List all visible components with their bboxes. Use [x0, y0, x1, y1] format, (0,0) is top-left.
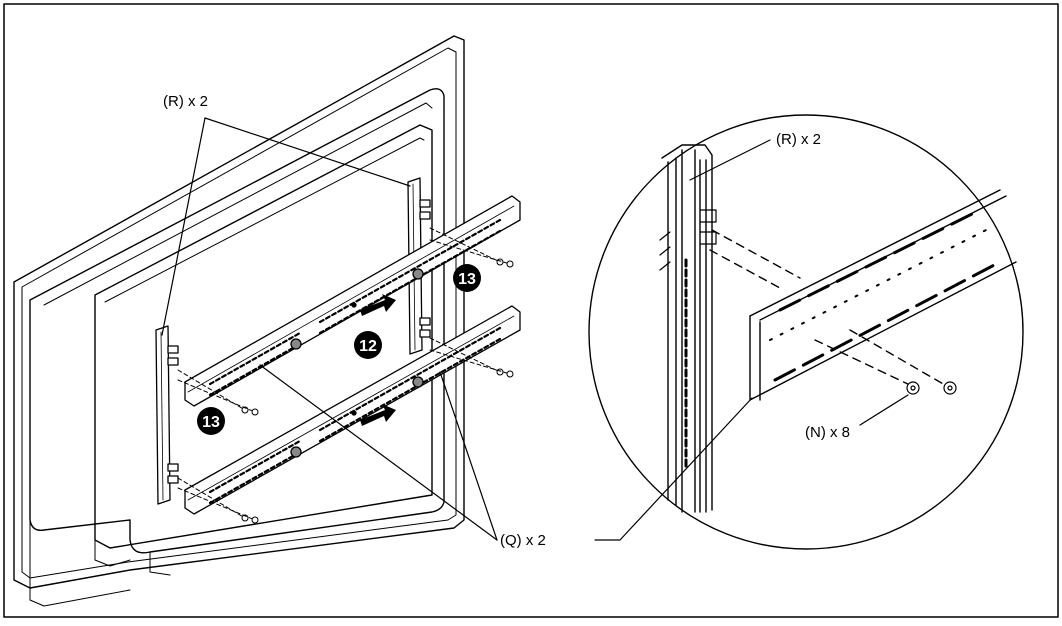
step-badge-13-lower: 13 — [197, 407, 225, 435]
rail-q-lower — [184, 305, 521, 515]
bracket-r-left — [155, 325, 179, 505]
leader-q — [259, 364, 753, 541]
label-n: (N) x 8 — [805, 424, 850, 441]
zoom-rail-q — [749, 189, 1017, 401]
tv-display — [13, 35, 465, 607]
step-badge-12: 12 — [354, 331, 382, 359]
label-q: (Q) x 2 — [500, 532, 546, 549]
step-number-13-upper: 13 — [458, 271, 476, 288]
rail-q-upper — [184, 195, 521, 407]
label-r-zoom: (R) x 2 — [776, 131, 821, 148]
leader-n — [859, 394, 909, 426]
step-number-12: 12 — [359, 338, 377, 355]
arrow-lower — [360, 404, 396, 426]
zoom-detail — [588, 114, 1024, 550]
zoom-bracket-r — [659, 144, 717, 513]
step-badge-13-upper: 13 — [453, 264, 481, 292]
arrow-upper — [360, 294, 396, 316]
zoom-screws-n — [906, 381, 957, 395]
leader-r-left — [161, 117, 411, 336]
leader-r-zoom — [689, 139, 771, 181]
figure-border — [3, 3, 1059, 618]
step-number-13-lower: 13 — [202, 414, 220, 431]
screws-n-main — [177, 227, 514, 524]
label-r-left: (R) x 2 — [163, 93, 208, 110]
